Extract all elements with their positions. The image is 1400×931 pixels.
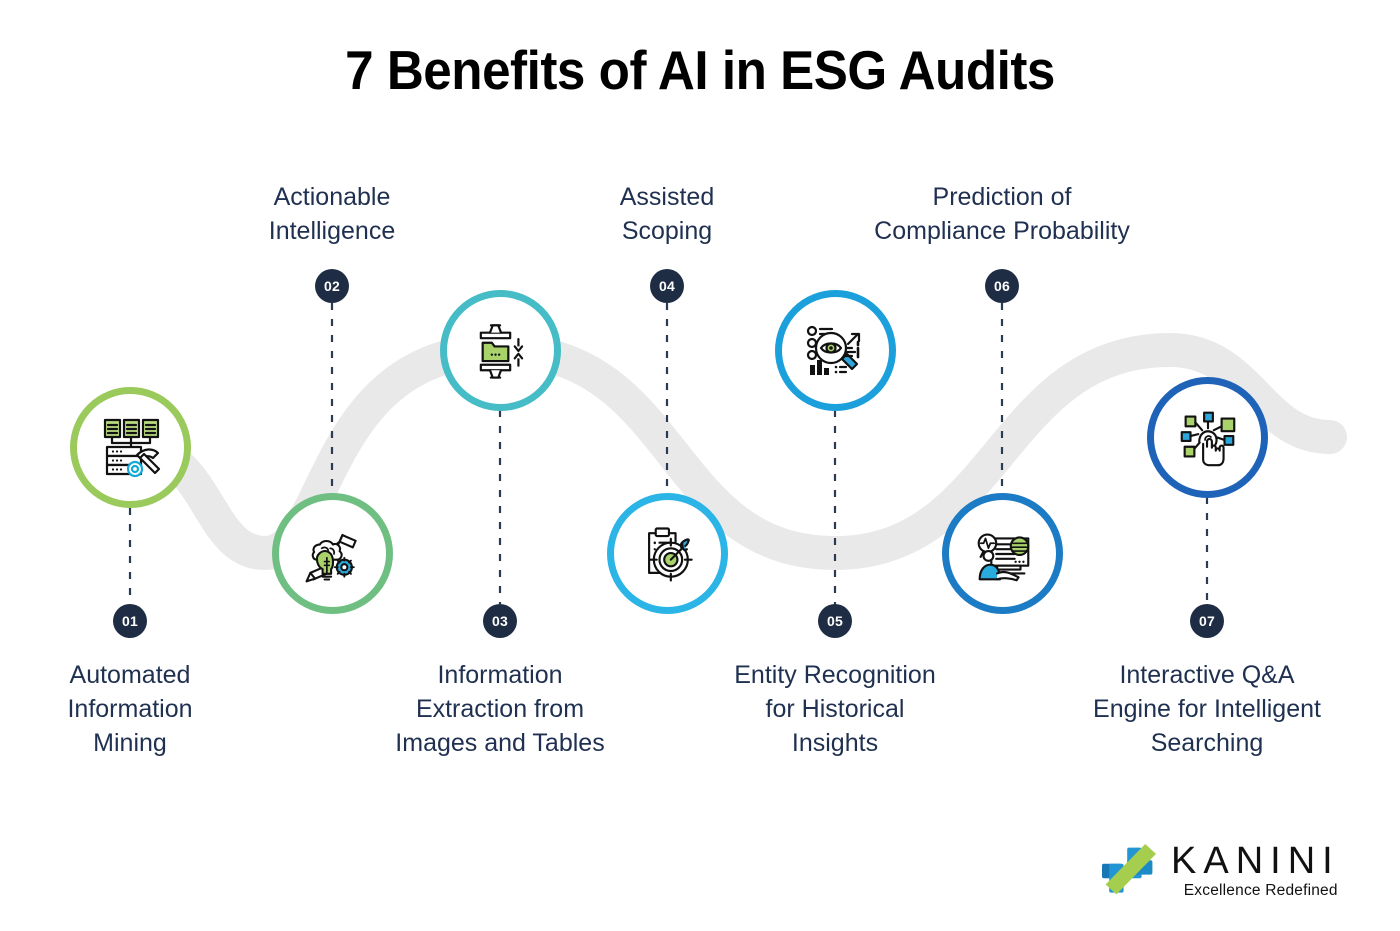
badge-number: 06 [994, 278, 1010, 294]
data-mining-icon [103, 418, 160, 477]
node-badge-05: 05 [818, 604, 852, 638]
page-title: 7 Benefits of AI in ESG Audits [345, 39, 1055, 101]
badge-number: 01 [122, 613, 138, 629]
idea-gear-icon [305, 533, 357, 582]
clipboard-target-icon [647, 526, 693, 582]
node-circle-02[interactable] [272, 493, 393, 614]
badge-number: 05 [827, 613, 843, 629]
node-badge-07: 07 [1190, 604, 1224, 638]
node-circle-06[interactable] [942, 493, 1063, 614]
node-label-01: Automated Information Mining [67, 661, 193, 757]
node-badge-02: 02 [315, 269, 349, 303]
analyst-monitor-icon [977, 532, 1029, 581]
folder-extract-icon [479, 323, 523, 379]
node-label-04: Assisted Scoping [619, 183, 715, 245]
logo-tagline: Excellence Redefined [1183, 882, 1338, 899]
node-label-07: Interactive Q&A Engine for Intelligent S… [1093, 661, 1321, 757]
node-circle-03[interactable] [440, 290, 561, 411]
node-badge-06: 06 [985, 269, 1019, 303]
badge-number: 02 [324, 278, 340, 294]
logo-wordmark: KANINI [1171, 840, 1340, 882]
node-badge-03: 03 [483, 604, 517, 638]
node-badge-04: 04 [650, 269, 684, 303]
node-label-06: Prediction of Compliance Probability [874, 183, 1130, 245]
node-label-05: Entity Recognition for Historical Insigh… [734, 661, 936, 757]
node-badge-01: 01 [113, 604, 147, 638]
kanini-logo: KANINI Excellence Redefined [1093, 832, 1363, 910]
node-circle-07[interactable] [1147, 377, 1268, 498]
node-label-03: Information Extraction from Images and T… [395, 661, 605, 757]
node-circle-01[interactable] [70, 387, 191, 508]
kanini-logo-mark [1102, 844, 1156, 895]
badge-number: 04 [659, 278, 675, 294]
node-circle-05[interactable] [775, 290, 896, 411]
node-label-02: Actionable Intelligence [268, 183, 396, 245]
touch-network-icon [1180, 411, 1235, 466]
badge-number: 03 [492, 613, 508, 629]
node-circle-04[interactable] [607, 493, 728, 614]
badge-number: 07 [1199, 613, 1215, 629]
eye-analytics-icon [806, 325, 860, 375]
